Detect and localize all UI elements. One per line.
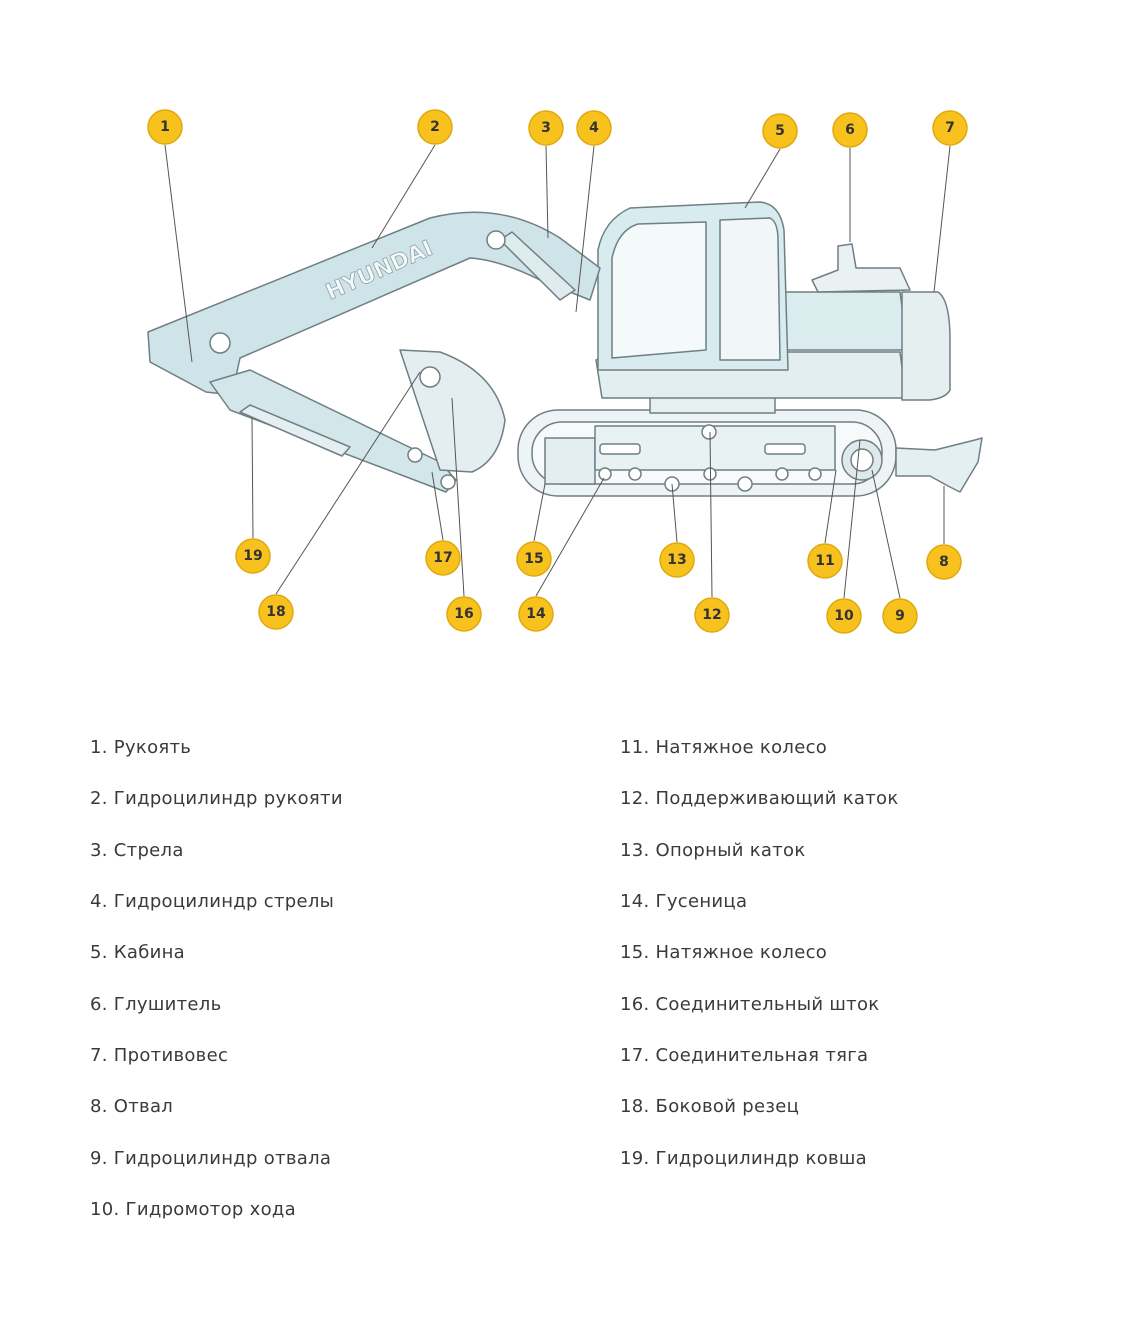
legend-item-12: 12. Поддерживающий каток — [620, 788, 899, 809]
callout-7: 7 — [932, 110, 968, 146]
callout-14: 14 — [518, 596, 554, 632]
svg-text:10: 10 — [834, 608, 854, 624]
svg-text:18: 18 — [266, 604, 285, 620]
counterweight — [901, 291, 951, 401]
svg-text:12: 12 — [702, 607, 721, 623]
svg-text:9: 9 — [895, 608, 905, 624]
callout-19: 19 — [235, 538, 271, 574]
svg-text:13: 13 — [667, 552, 686, 568]
svg-text:15: 15 — [524, 551, 543, 567]
arm — [209, 369, 457, 493]
cab-door — [719, 217, 781, 361]
callout-17: 17 — [425, 540, 461, 576]
svg-text:16: 16 — [454, 606, 473, 622]
svg-text:3: 3 — [541, 120, 551, 136]
legend-item-17: 17. Соединительная тяга — [620, 1045, 869, 1066]
track — [517, 409, 897, 497]
legend-item-13: 13. Опорный каток — [620, 840, 806, 861]
excavator-illustration: HYUNDAI — [147, 201, 983, 497]
callout-12: 12 — [694, 597, 730, 633]
callout-3: 3 — [528, 110, 564, 146]
svg-text:5: 5 — [775, 123, 785, 139]
callout-6: 6 — [832, 112, 868, 148]
legend-item-10: 10. Гидромотор хода — [90, 1199, 296, 1220]
arm-cylinder — [239, 404, 351, 457]
svg-text:7: 7 — [945, 120, 955, 136]
muffler — [811, 243, 911, 293]
callout-16: 16 — [446, 596, 482, 632]
boom — [147, 211, 601, 396]
legend-item-14: 14. Гусеница — [620, 891, 748, 912]
callout-15: 15 — [516, 541, 552, 577]
svg-text:6: 6 — [845, 122, 855, 138]
legend-item-4: 4. Гидроцилиндр стрелы — [90, 891, 335, 912]
legend-item-5: 5. Кабина — [90, 942, 186, 963]
svg-text:2: 2 — [430, 119, 440, 135]
engine-hood — [784, 291, 909, 351]
leader-lines — [164, 144, 951, 599]
legend-item-7: 7. Противовес — [90, 1045, 229, 1066]
callout-4: 4 — [576, 110, 612, 146]
svg-text:11: 11 — [815, 553, 834, 569]
legend-item-8: 8. Отвал — [90, 1096, 174, 1117]
callout-13: 13 — [659, 542, 695, 578]
excavator-diagram: HYUNDAI 1 2 3 — [147, 109, 983, 634]
svg-text:19: 19 — [243, 548, 262, 564]
callout-18: 18 — [258, 594, 294, 630]
legend-item-16: 16. Соединительный шток — [620, 994, 880, 1015]
cab-window — [611, 221, 707, 359]
legend-item-6: 6. Глушитель — [90, 994, 222, 1015]
legend-item-9: 9. Гидроцилиндр отвала — [90, 1148, 332, 1169]
callout-8: 8 — [926, 544, 962, 580]
callout-2: 2 — [417, 109, 453, 145]
boom-cylinder — [499, 231, 576, 301]
callouts: 1 2 3 4 5 6 7 8 9 10 11 12 13 14 15 16 1… — [147, 109, 968, 634]
svg-text:8: 8 — [939, 554, 949, 570]
legend-item-11: 11. Натяжное колесо — [620, 737, 828, 758]
callout-5: 5 — [762, 113, 798, 149]
callout-10: 10 — [826, 598, 862, 634]
legend-item-19: 19. Гидроцилиндр ковша — [620, 1148, 868, 1169]
callout-1: 1 — [147, 109, 183, 145]
legend-item-15: 15. Натяжное колесо — [620, 942, 828, 963]
dozer-blade — [895, 437, 983, 493]
svg-text:4: 4 — [589, 120, 599, 136]
legend-item-2: 2. Гидроцилиндр рукояти — [90, 788, 343, 809]
legend-item-1: 1. Рукоять — [90, 737, 192, 758]
legend-item-3: 3. Стрела — [90, 840, 184, 861]
svg-text:1: 1 — [160, 119, 170, 135]
svg-text:17: 17 — [433, 550, 452, 566]
legend-item-18: 18. Боковой резец — [620, 1096, 800, 1117]
callout-11: 11 — [807, 543, 843, 579]
callout-9: 9 — [882, 598, 918, 634]
svg-text:14: 14 — [526, 606, 546, 622]
